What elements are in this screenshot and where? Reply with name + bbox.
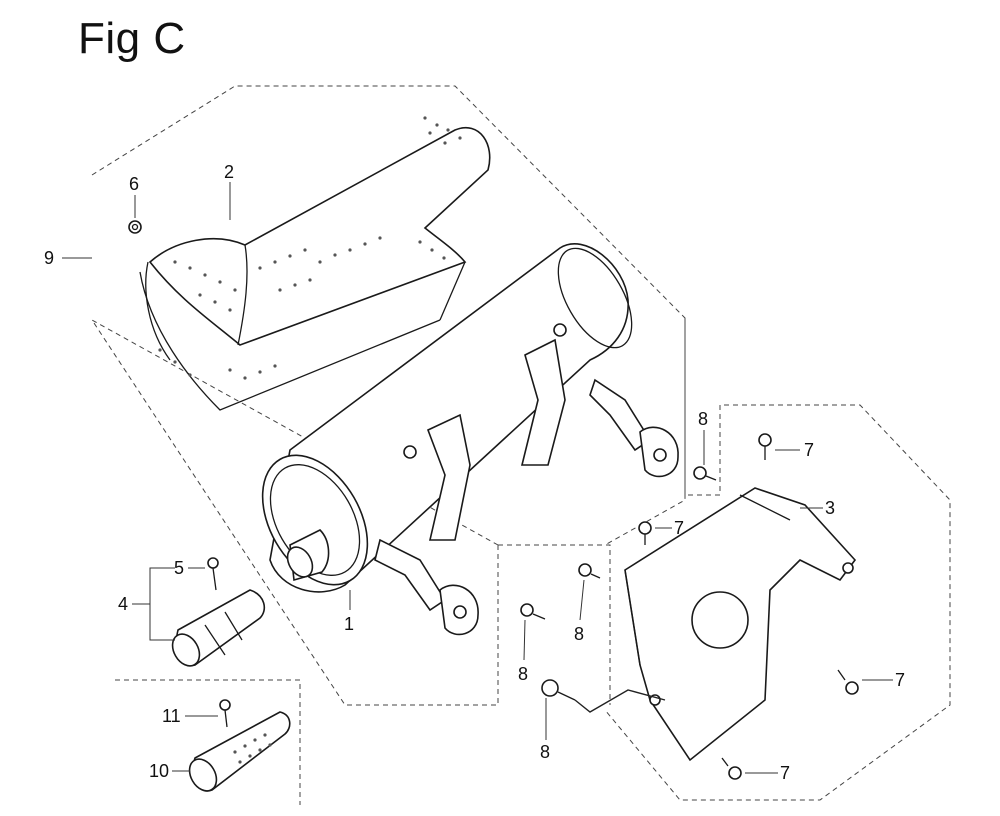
callout-6: 6	[129, 174, 139, 194]
callout-9: 9	[44, 248, 54, 268]
callout-7b: 7	[674, 518, 684, 538]
bolt-parts-8	[520, 466, 717, 701]
callout-8c: 8	[518, 664, 528, 684]
bolt-parts-7	[638, 433, 859, 780]
muffler-stay-part	[624, 487, 857, 762]
screw-part-11	[219, 699, 231, 728]
group-outline-muffler	[91, 85, 686, 706]
screw-part-5	[207, 557, 219, 591]
callout-5: 5	[174, 558, 184, 578]
callout-7d: 7	[780, 763, 790, 783]
group-outline-protector	[604, 318, 951, 801]
callout-1: 1	[344, 614, 354, 634]
group-outline-extension	[115, 679, 301, 805]
callout-7a: 7	[804, 440, 814, 460]
leader-lines	[62, 182, 893, 774]
callout-3: 3	[825, 498, 835, 518]
figure-title: Fig C	[78, 14, 186, 63]
callout-8b: 8	[574, 624, 584, 644]
callout-2: 2	[224, 162, 234, 182]
group-outline-bolts	[498, 544, 611, 705]
nut-part-6	[128, 220, 142, 234]
callout-7c: 7	[895, 670, 905, 690]
exhaust-outlet-part	[171, 589, 266, 667]
callout-8a: 8	[698, 409, 708, 429]
callout-4: 4	[118, 594, 128, 614]
callout-8d: 8	[540, 742, 550, 762]
muffler-protector-part	[139, 116, 491, 411]
callout-10: 10	[149, 761, 169, 781]
callout-11: 11	[162, 706, 181, 726]
extension-pipe-part	[188, 711, 291, 792]
muffler-part	[261, 243, 679, 636]
